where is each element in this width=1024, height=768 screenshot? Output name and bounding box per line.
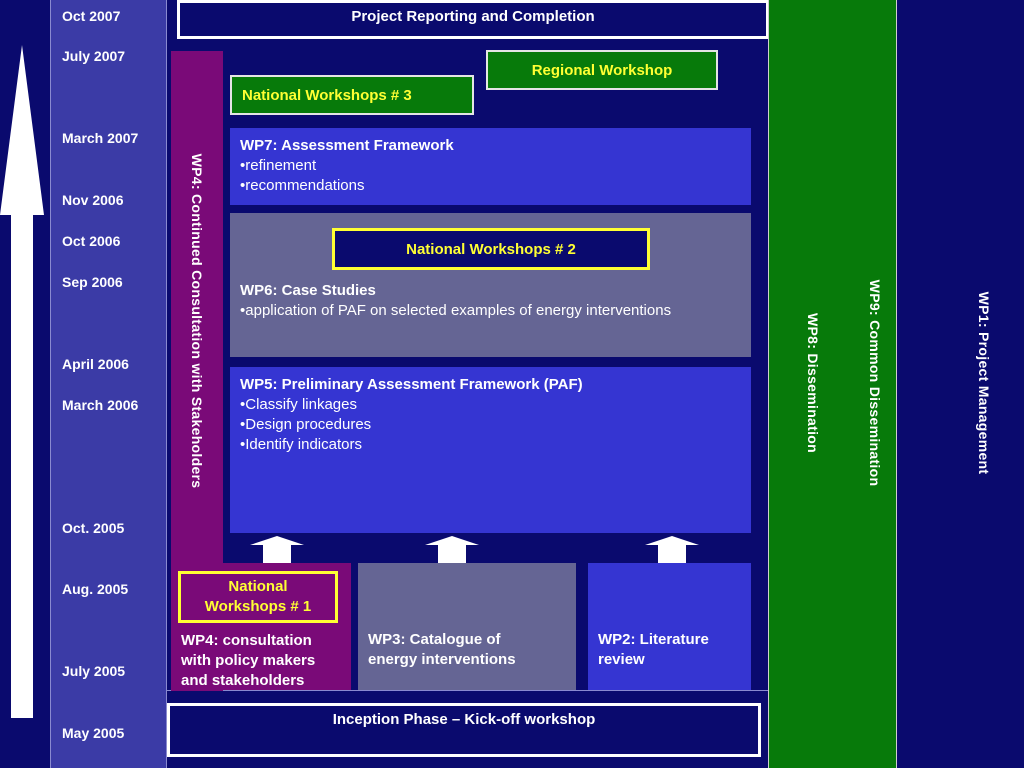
timeline-date: May 2005 [62,725,125,741]
national-workshops-3-label: National Workshops # 3 [242,86,412,104]
timeline-date: April 2006 [62,356,129,372]
wp7-bullet: refinement [240,156,741,176]
timeline-date: Sep 2006 [62,274,123,290]
wp5-bullet: Design procedures [240,415,741,435]
wp5-box: WP5: Preliminary Assessment Framework (P… [230,367,751,533]
wp5-title: WP5: Preliminary Assessment Framework (P… [240,376,583,393]
wp6-title: WP6: Case Studies [240,282,376,299]
wp7-title: WP7: Assessment Framework [240,137,454,154]
wp6-bullet: application of PAF on selected examples … [240,301,741,321]
inception-divider [167,690,768,691]
wp2-box: WP2: Literature review [588,563,751,690]
regional-workshop-box: Regional Workshop [486,50,718,90]
wp9-label: WP9: Common Dissemination [867,279,883,487]
wp8-label: WP8: Dissemination [805,313,821,453]
inception-box: Inception Phase – Kick-off workshop [167,703,761,757]
wp7-box: WP7: Assessment Framework refinement rec… [230,128,751,205]
inception-label: Inception Phase – Kick-off workshop [332,711,596,728]
timeline-date: Nov 2006 [62,192,124,208]
timeline-column: Oct 2007 July 2007 March 2007 Nov 2006 O… [50,0,167,768]
timeline-date: Oct 2006 [62,233,121,249]
timeline-date: Aug. 2005 [62,581,129,597]
national-workshops-3-box: National Workshops # 3 [230,75,474,115]
national-workshops-1-box: National Workshops # 1 [178,571,338,623]
up-arrow-icon [645,536,699,564]
wp3-label: energy interventions [368,651,516,668]
project-management-column: WP1: Project Management [896,0,1024,768]
wp3-box: WP3: Catalogue of energy interventions [358,563,576,690]
project-reporting-box: Project Reporting and Completion [177,0,769,39]
wp4-continued-label: WP4: Continued Consultation with Stakeho… [189,153,205,489]
timeline-date: March 2006 [62,397,139,413]
wp3-label: WP3: Catalogue of [368,631,501,648]
regional-workshop-label: Regional Workshop [531,61,673,79]
wp2-label: WP2: Literature [598,631,709,648]
wp7-bullet: recommendations [240,176,741,196]
wp2-label: review [598,651,645,668]
wp5-bullet: Identify indicators [240,435,741,455]
timeline-date: Oct 2007 [62,8,121,24]
wp1-label: WP1: Project Management [976,291,992,475]
up-arrow-icon [425,536,479,564]
timeline-date: Oct. 2005 [62,520,125,536]
timeline-date: July 2005 [62,663,126,679]
up-arrow-icon [250,536,304,564]
timeline-date: July 2007 [62,48,126,64]
national-workshops-2-box: National Workshops # 2 [332,228,650,270]
wp4-consultation-text: WP4: consultation with policy makers and… [181,632,316,689]
timeline-arrow-icon [0,45,44,720]
dissemination-column: WP8: Dissemination WP9: Common Dissemina… [768,0,896,768]
wp4-consultation-box: National Workshops # 1 WP4: consultation… [171,563,351,690]
project-reporting-label: Project Reporting and Completion [351,8,595,25]
timeline-date: March 2007 [62,130,139,146]
national-workshops-1-label: National [228,578,288,595]
wp5-bullet: Classify linkages [240,395,741,415]
national-workshops-2-label: National Workshops # 2 [406,240,576,258]
national-workshops-1-label: Workshops # 1 [204,598,312,615]
